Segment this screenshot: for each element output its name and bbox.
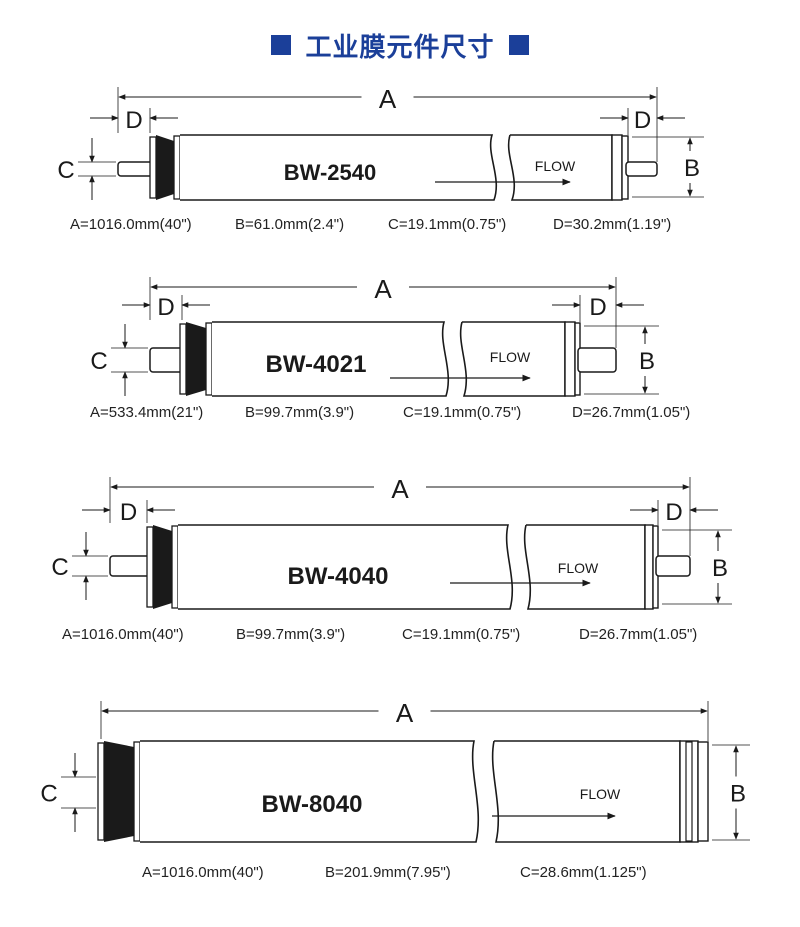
spec-value: C=28.6mm(1.125") (520, 864, 647, 881)
right-tube-stub (577, 347, 617, 373)
body-section-left (178, 524, 514, 610)
spec-value: A=533.4mm(21") (90, 404, 204, 421)
right-tube-stub (625, 161, 658, 177)
body-section-left (180, 134, 498, 201)
left-end-ring (179, 323, 187, 395)
spec-value: A=1016.0mm(40") (142, 864, 264, 881)
dim-d-right-label: D (665, 499, 682, 526)
page-title: 工业膜元件尺寸 (305, 32, 495, 63)
model-label: BW-4021 (266, 351, 367, 378)
dim-d-right-label: D (634, 107, 651, 134)
dim-a-label: A (379, 84, 397, 114)
spec-value: D=30.2mm(1.19") (553, 216, 672, 233)
spec-value: A=1016.0mm(40") (62, 626, 184, 643)
left-end-ring (149, 136, 157, 199)
dim-b-label: B (684, 155, 700, 182)
flow-label: FLOW (535, 158, 576, 174)
left-tube-stub (109, 555, 152, 577)
left-seal-cap (104, 741, 134, 842)
spec-value: C=19.1mm(0.75") (402, 626, 521, 643)
title-square-right (508, 35, 529, 55)
right-end-ring-middle (685, 741, 693, 842)
spec-value: D=26.7mm(1.05") (579, 626, 698, 643)
membrane-element-bw-8040: BW-8040 FLOW A C B (40, 698, 750, 843)
left-cap-ring (173, 135, 181, 200)
body-section-left (212, 321, 450, 397)
title-square-left (271, 35, 292, 55)
dim-c-label: C (40, 781, 57, 808)
spec-value: C=19.1mm(0.75") (403, 404, 522, 421)
flow-label: FLOW (490, 349, 531, 365)
left-end-ring (146, 526, 154, 608)
left-seal-cap (186, 322, 206, 396)
title-row: 工业膜元件尺寸 (0, 20, 800, 70)
body-section-right (491, 740, 681, 843)
spec-value: C=19.1mm(0.75") (388, 216, 507, 233)
right-end-ring-inner (611, 134, 623, 201)
dim-c-label: C (57, 157, 74, 184)
dim-d-left-label: D (125, 107, 142, 134)
body-section-left (140, 740, 480, 843)
model-label: BW-8040 (262, 791, 363, 818)
left-cap-ring (205, 322, 213, 396)
dim-b-label: B (730, 781, 746, 808)
dim-c-label: C (51, 554, 68, 581)
dim-a-label: A (391, 474, 409, 504)
dim-d-right-label: D (589, 294, 606, 321)
spec-value: B=61.0mm(2.4") (235, 216, 345, 233)
left-cap-ring (171, 525, 179, 609)
left-seal-cap (156, 135, 174, 200)
flow-label: FLOW (580, 786, 621, 802)
dim-b-label: B (712, 555, 728, 582)
spec-value: D=26.7mm(1.05") (572, 404, 691, 421)
right-end-ring-inner (644, 524, 654, 610)
right-tube-stub (655, 555, 691, 577)
flow-label: FLOW (558, 560, 599, 576)
spec-value: B=201.9mm(7.95") (325, 864, 451, 881)
spec-value: A=1016.0mm(40") (70, 216, 192, 233)
membrane-element-bw-4021: BW-4021 FLOW A D D C B (90, 274, 659, 397)
dim-b-label: B (639, 348, 655, 375)
model-label: BW-4040 (288, 563, 389, 590)
spec-value: B=99.7mm(3.9") (245, 404, 355, 421)
model-label: BW-2540 (284, 160, 376, 185)
right-end-ring-inner (564, 321, 576, 397)
body-section-right (507, 134, 613, 201)
left-cap-ring (133, 741, 141, 842)
spec-value: B=99.7mm(3.9") (236, 626, 346, 643)
left-seal-cap (153, 525, 172, 609)
left-end-ring (97, 742, 105, 841)
dim-a-label: A (374, 274, 392, 304)
dim-d-left-label: D (157, 294, 174, 321)
membrane-element-bw-2540: BW-2540 FLOW A D D C B (57, 84, 704, 201)
dim-c-label: C (90, 348, 107, 375)
right-end-ring-outer (697, 741, 709, 842)
dim-d-left-label: D (120, 499, 137, 526)
body-section-right (523, 524, 646, 610)
dim-a-label: A (396, 698, 414, 728)
membrane-element-bw-4040: BW-4040 FLOW A D D C B (51, 474, 732, 610)
